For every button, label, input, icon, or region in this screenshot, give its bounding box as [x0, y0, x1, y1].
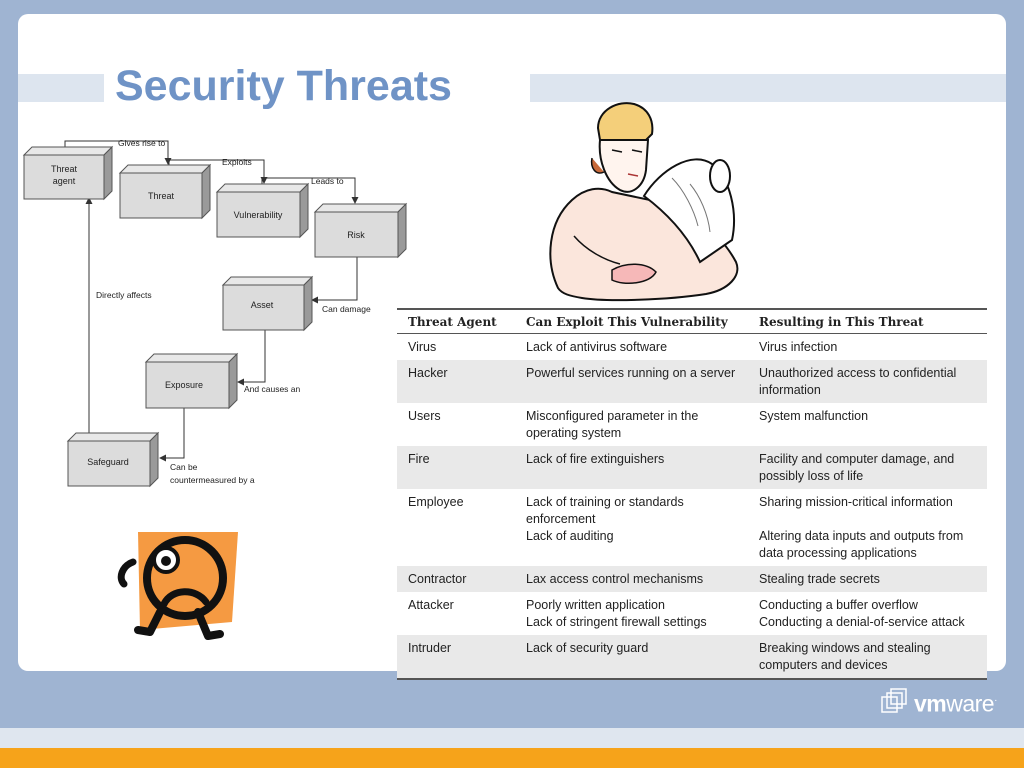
cell-threat: System malfunction — [759, 409, 869, 423]
title-bar-left — [18, 74, 104, 102]
title-bar-right — [530, 74, 1006, 102]
cell-threat: Unauthorized access to confidential info… — [748, 360, 987, 403]
cell-vulnerability-line: Lack of auditing — [526, 529, 614, 543]
node-threat-agent: Threat agent — [22, 145, 114, 201]
table-row: Virus Lack of antivirus software Virus i… — [397, 334, 987, 361]
vmware-logo-mark: · — [994, 695, 997, 706]
cell-vulnerability: Lack of security guard — [515, 635, 748, 680]
node-exposure-label: Exposure — [165, 380, 203, 390]
cell-vulnerability: Lack of antivirus software — [526, 340, 668, 354]
cell-threat: Sharing mission-critical information Alt… — [748, 489, 987, 566]
node-asset-label: Asset — [251, 300, 274, 310]
cell-agent: Contractor — [397, 566, 515, 592]
cell-vulnerability-line: Lack of stringent firewall settings — [526, 615, 707, 629]
cell-vulnerability: Powerful services running on a server — [515, 360, 748, 403]
edge-label-and-causes-an: And causes an — [244, 384, 301, 394]
edge-label-exploits: Exploits — [222, 157, 252, 167]
frightened-face-clipart — [117, 532, 238, 640]
table-row: Employee Lack of training or standards e… — [397, 489, 987, 566]
table-row: Users Misconfigured parameter in the ope… — [397, 403, 987, 446]
cell-agent: Virus — [408, 340, 437, 354]
vmware-logo-light: ware — [946, 690, 995, 717]
cell-agent: Intruder — [397, 635, 515, 680]
node-vulnerability: Vulnerability — [215, 182, 310, 239]
node-risk-label: Risk — [347, 230, 365, 240]
table-row: Fire Lack of fire extinguishers Facility… — [397, 446, 987, 489]
threat-table: Threat Agent Can Exploit This Vulnerabil… — [397, 308, 987, 680]
cell-vulnerability: Lax access control mechanisms — [515, 566, 748, 592]
vmware-logo: vmware· — [880, 686, 1010, 720]
cell-agent: Users — [408, 409, 441, 423]
node-vulnerability-label: Vulnerability — [234, 210, 283, 220]
node-threat-agent-label-1: Threat — [51, 164, 78, 174]
edge-label-can-damage: Can damage — [322, 304, 371, 314]
column-header-resulting-threat: Resulting in This Threat — [748, 308, 987, 334]
edge-label-gives-rise-to: Gives rise to — [118, 138, 166, 148]
slide-title: Security Threats — [115, 62, 452, 110]
cell-threat: Breaking windows and stealing computers … — [748, 635, 987, 680]
cell-threat-line: Conducting a denial-of-service attack — [759, 615, 965, 629]
cell-threat: Conducting a buffer overflow Conducting … — [748, 592, 987, 635]
footer-light-band — [0, 728, 1024, 748]
node-safeguard-label: Safeguard — [87, 457, 129, 467]
cell-threat: Stealing trade secrets — [748, 566, 987, 592]
edge-label-can-be-2: countermeasured by a — [170, 475, 255, 485]
node-threat-agent-label-2: agent — [53, 176, 76, 186]
cell-vulnerability: Misconfigured parameter in the operating… — [526, 409, 699, 440]
edge-label-directly-affects: Directly affects — [96, 290, 152, 300]
cell-agent: Hacker — [397, 360, 515, 403]
node-risk: Risk — [313, 202, 408, 259]
cell-vulnerability: Lack of fire extinguishers — [515, 446, 748, 489]
cell-threat-line: Conducting a buffer overflow — [759, 598, 918, 612]
edge-can-damage — [311, 255, 358, 304]
table-row: Hacker Powerful services running on a se… — [397, 360, 987, 403]
table-row: Contractor Lax access control mechanisms… — [397, 566, 987, 592]
cell-agent: Employee — [408, 495, 464, 509]
vmware-logo-icon — [881, 688, 907, 713]
table-header-row: Threat Agent Can Exploit This Vulnerabil… — [397, 308, 987, 334]
cell-agent: Fire — [397, 446, 515, 489]
node-threat-label: Threat — [148, 191, 175, 201]
vmware-logo-text: vmware· — [914, 688, 997, 717]
vmware-logo-bold: vm — [914, 690, 947, 717]
edge-and-causes — [237, 330, 266, 386]
cell-threat-line: Sharing mission-critical information — [759, 495, 953, 509]
node-threat: Threat — [118, 163, 212, 220]
node-asset: Asset — [221, 275, 314, 332]
table-row: Attacker Poorly written application Lack… — [397, 592, 987, 635]
cell-threat: Virus infection — [759, 340, 838, 354]
table-row: Intruder Lack of security guard Breaking… — [397, 635, 987, 680]
cell-agent: Attacker — [408, 598, 454, 612]
cell-vulnerability-line: Poorly written application — [526, 598, 665, 612]
column-header-threat-agent: Threat Agent — [397, 308, 515, 334]
node-safeguard: Safeguard — [66, 431, 160, 488]
cell-threat-line: Altering data inputs and outputs from da… — [759, 529, 964, 560]
worker-blueprint-clipart — [549, 102, 739, 302]
cell-vulnerability: Poorly written application Lack of strin… — [515, 592, 748, 635]
footer-orange-band — [0, 748, 1024, 768]
cell-vulnerability-line: Lack of training or standards enforcemen… — [526, 495, 684, 526]
edge-label-leads-to: Leads to — [311, 176, 344, 186]
column-header-vulnerability: Can Exploit This Vulnerability — [515, 308, 748, 334]
cell-threat: Facility and computer damage, and possib… — [748, 446, 987, 489]
cell-vulnerability: Lack of training or standards enforcemen… — [515, 489, 748, 566]
edge-gives-rise-to — [64, 140, 172, 165]
node-exposure: Exposure — [144, 352, 239, 410]
edge-label-can-be-1: Can be — [170, 462, 198, 472]
edge-countermeasured — [159, 408, 185, 462]
